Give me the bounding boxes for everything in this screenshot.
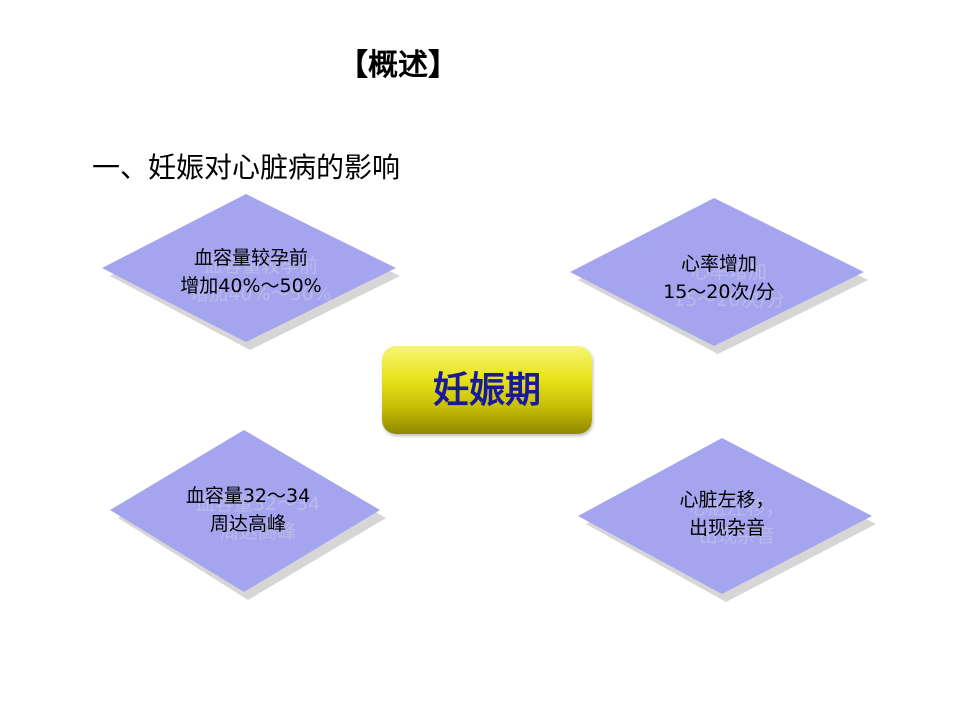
diamond-bottom-right-line1: 心脏左移，: [679, 489, 775, 511]
diamond-bottom-right-shadow-line2: 出现杂音: [698, 525, 775, 547]
diamond-top-right-line1: 心率增加: [680, 253, 757, 275]
diamond-top-left-shadow-line2: 增加40%～50%: [190, 283, 332, 305]
diamond-top-left-line1: 血容量较孕前: [193, 247, 308, 269]
center-box-pregnancy: 妊娠期: [382, 346, 592, 434]
diamond-bottom-left-shadow-line1: 血容量32～34: [195, 493, 321, 515]
diamond-bottom-right: 心脏左移， 出现杂音 心脏左移， 出现杂音: [576, 436, 878, 606]
diamond-top-left-line2: 增加40%～50%: [180, 275, 322, 297]
diamond-top-right-shadow-line2: 15～20次/分: [673, 289, 785, 311]
diamond-bottom-left-shadow-line2: 周达高峰: [219, 521, 296, 543]
diamond-top-right-line2: 15～20次/分: [663, 281, 775, 303]
center-label: 妊娠期: [432, 369, 541, 411]
slide-title: 【概述】: [338, 48, 458, 83]
diamond-top-right-shape: [570, 198, 868, 354]
diamond-bottom-left-shape: [110, 430, 386, 600]
diamond-bottom-right-shadow-line1: 心脏左移，: [689, 497, 785, 519]
slide-subtitle: 一、妊娠对心脏病的影响: [92, 151, 401, 184]
diamond-top-left: 血容量较孕前 增加40%～50% 血容量较孕前 增加40%～50%: [100, 192, 402, 354]
diamond-bottom-left-line1: 血容量32～34: [185, 485, 311, 507]
diamond-top-right: 心率增加 15～20次/分 心率增加 15～20次/分: [568, 196, 870, 358]
diamond-top-right-shadow-line1: 心率增加: [690, 261, 767, 283]
diamond-bottom-left: 血容量32～34 周达高峰 血容量32～34 周达高峰: [108, 428, 388, 604]
diamond-bottom-right-shape: [578, 438, 876, 602]
diamond-top-left-shape: [102, 194, 400, 350]
diamond-bottom-right-line2: 出现杂音: [688, 517, 765, 539]
diamond-bottom-left-line2: 周达高峰: [209, 513, 286, 535]
diamond-top-left-shadow-line1: 血容量较孕前: [203, 255, 318, 277]
